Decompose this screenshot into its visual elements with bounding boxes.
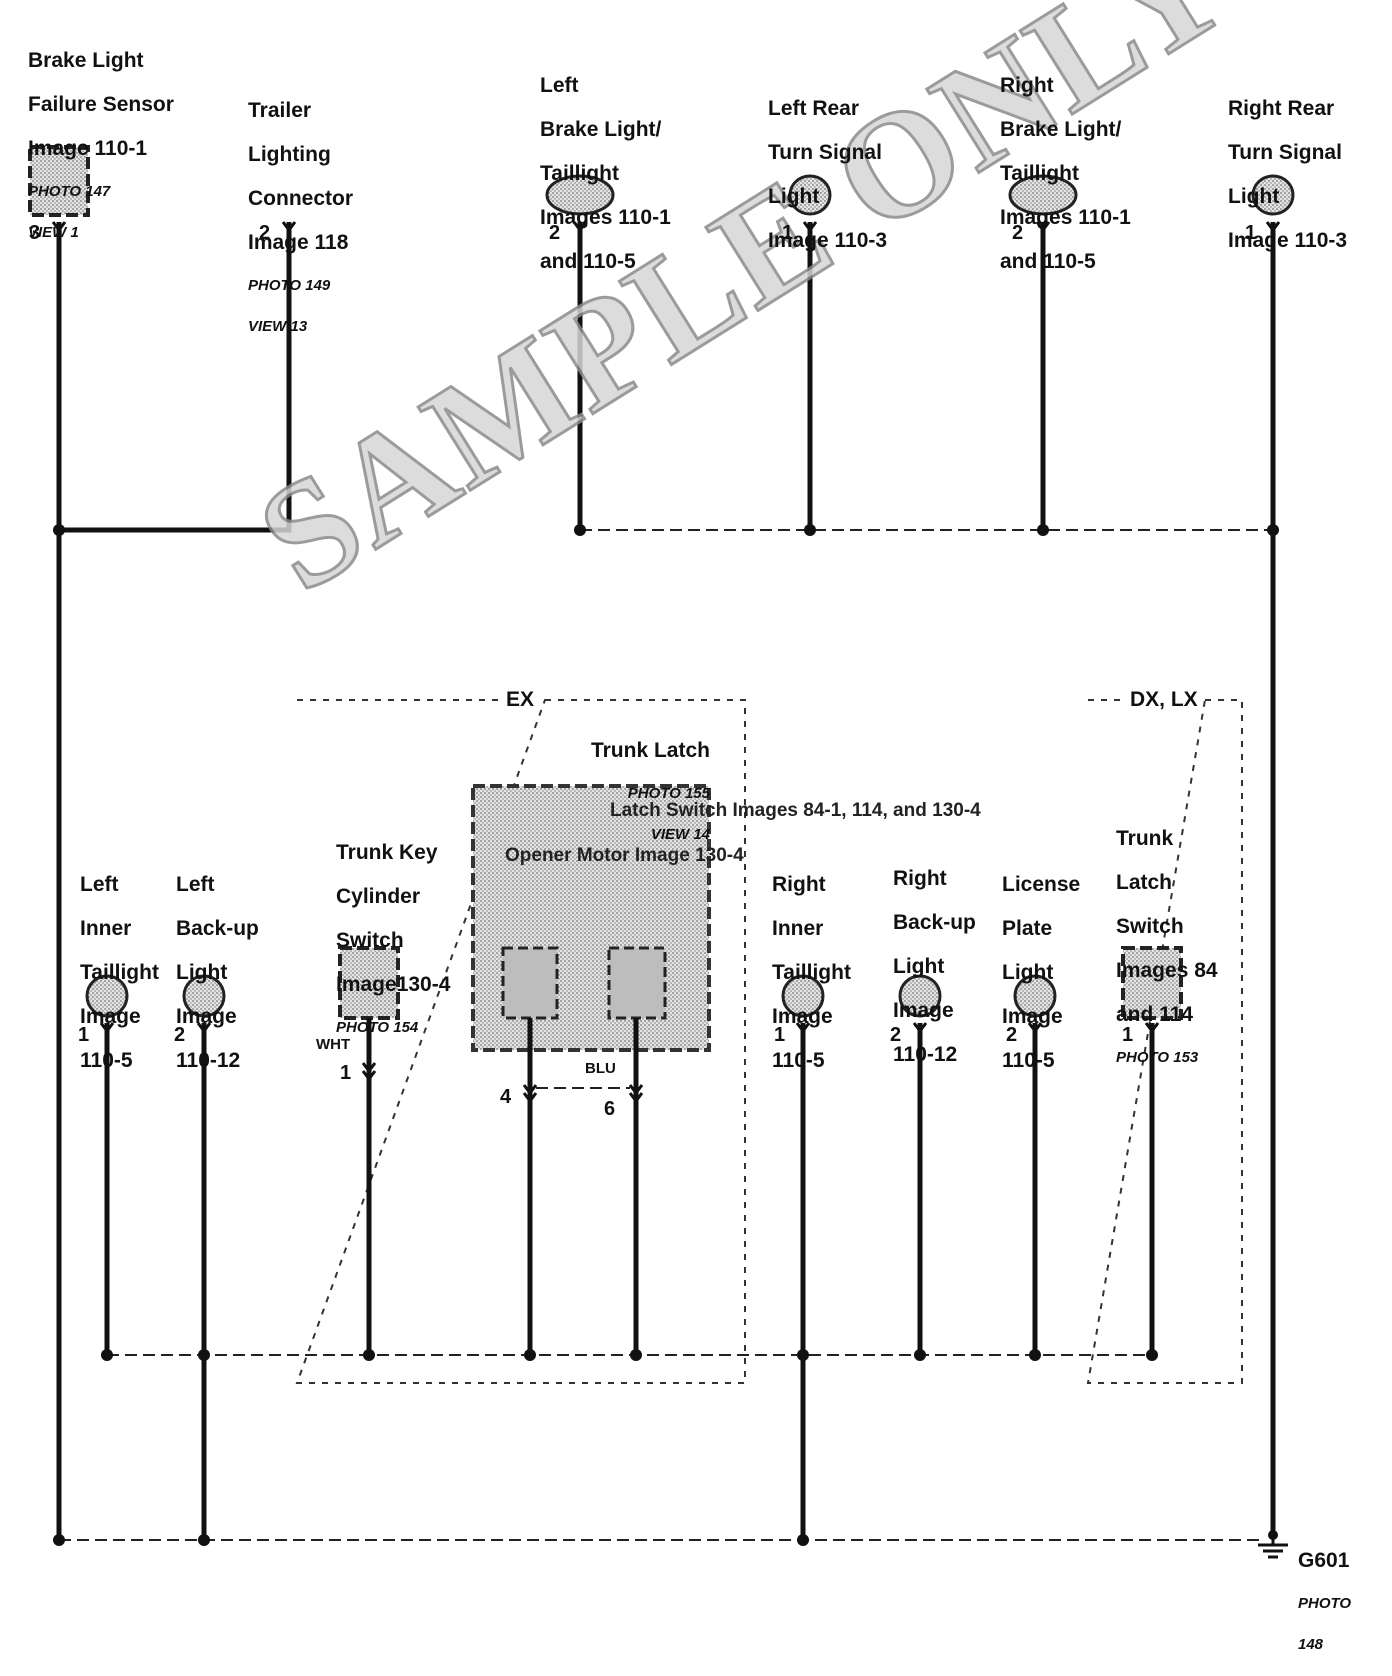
pin-label: 3	[29, 222, 41, 244]
wiring-lines	[28, 145, 1295, 1559]
left-inner-taillight-label: Left Inner Taillight Image 110-5	[80, 873, 159, 1072]
license-plate-symbol	[1013, 974, 1057, 1018]
left-inner-taillight-symbol	[85, 974, 129, 1018]
pin-label: 1	[782, 222, 794, 244]
right-rear-turn-symbol	[1251, 174, 1295, 216]
left-backup-symbol	[182, 974, 226, 1018]
ground-label: G601 PHOTO 148	[1298, 1549, 1352, 1654]
pin-label: 2	[1012, 222, 1024, 244]
trunk-latch-housing	[471, 784, 711, 1052]
right-rear-turn-label: Right Rear Turn Signal Light Image 110-3	[1228, 97, 1348, 252]
license-plate-label: License Plate Light Image 110-5	[1002, 873, 1081, 1072]
opener-motor-label: Opener Motor Image 130-4	[505, 845, 744, 866]
opener-motor-terminal	[501, 946, 559, 1020]
trunk-key-switch-label: Trunk Key Cylinder Switch Image130-4 PHO…	[336, 841, 451, 1037]
right-backup-label: Right Back-up Light Image 110-12	[893, 867, 976, 1066]
left-rear-turn-symbol	[788, 174, 832, 216]
pin-label: 2	[890, 1024, 902, 1046]
right-inner-taillight-label: Right Inner Taillight Image 110-5	[772, 873, 851, 1072]
right-backup-symbol	[898, 974, 942, 1018]
right-inner-taillight-symbol	[781, 974, 825, 1018]
trunk-latch-switch-symbol	[1121, 946, 1183, 1020]
pin-label: 2	[259, 222, 271, 244]
pin-label: 1	[1245, 222, 1257, 244]
pin-label: 1	[78, 1024, 90, 1046]
left-backup-label: Left Back-up Light Image 110-12	[176, 873, 259, 1072]
brake-failure-sensor-label: Brake Light Failure Sensor Image 110-1 P…	[28, 49, 174, 242]
left-brake-taillight-label: Left Brake Light/ Taillight Images 110-1…	[540, 74, 671, 273]
ex-group-box	[295, 699, 746, 1384]
brake-failure-sensor-symbol	[28, 145, 90, 217]
wire-color-blu: BLU	[585, 1060, 616, 1077]
pin-label: 2	[1006, 1024, 1018, 1046]
trailer-connector-label: Trailer Lighting Connector Image 118 PHO…	[248, 99, 353, 336]
left-brake-taillight-symbol	[545, 174, 615, 216]
pin-label: 1	[774, 1024, 786, 1046]
wiring-diagram: SAMPLE ONLY Brake Light Failure Sensor I…	[28, 0, 1351, 1653]
right-brake-taillight-symbol	[1008, 174, 1078, 216]
pin-label: 2	[174, 1024, 186, 1046]
trunk-key-switch-symbol	[338, 946, 400, 1020]
pin-label: 2	[549, 222, 561, 244]
dxlx-group-box	[1086, 699, 1243, 1384]
pin-label: 1	[1122, 1024, 1134, 1046]
wire-color-wht: WHT	[316, 1036, 351, 1053]
pin-label: 1	[340, 1062, 352, 1084]
pin-label: 4	[500, 1086, 512, 1108]
pin-label: 6	[604, 1098, 616, 1120]
dxlx-group-label: DX, LX	[1130, 688, 1198, 711]
left-rear-turn-label: Left Rear Turn Signal Light Image 110-3	[768, 97, 888, 252]
ex-group-label: EX	[506, 688, 535, 711]
trunk-latch-label: Trunk Latch PHOTO 155 VIEW 14	[590, 739, 710, 844]
trunk-latch-switch-label: Trunk Latch Switch Images 84 and 114 PHO…	[1116, 827, 1218, 1067]
latch-switch-terminal	[607, 946, 667, 1020]
latch-switch-label: Latch Switch Images 84-1, 114, and 130-4	[610, 800, 981, 821]
right-brake-taillight-label: Right Brake Light/ Taillight Images 110-…	[1000, 74, 1131, 273]
